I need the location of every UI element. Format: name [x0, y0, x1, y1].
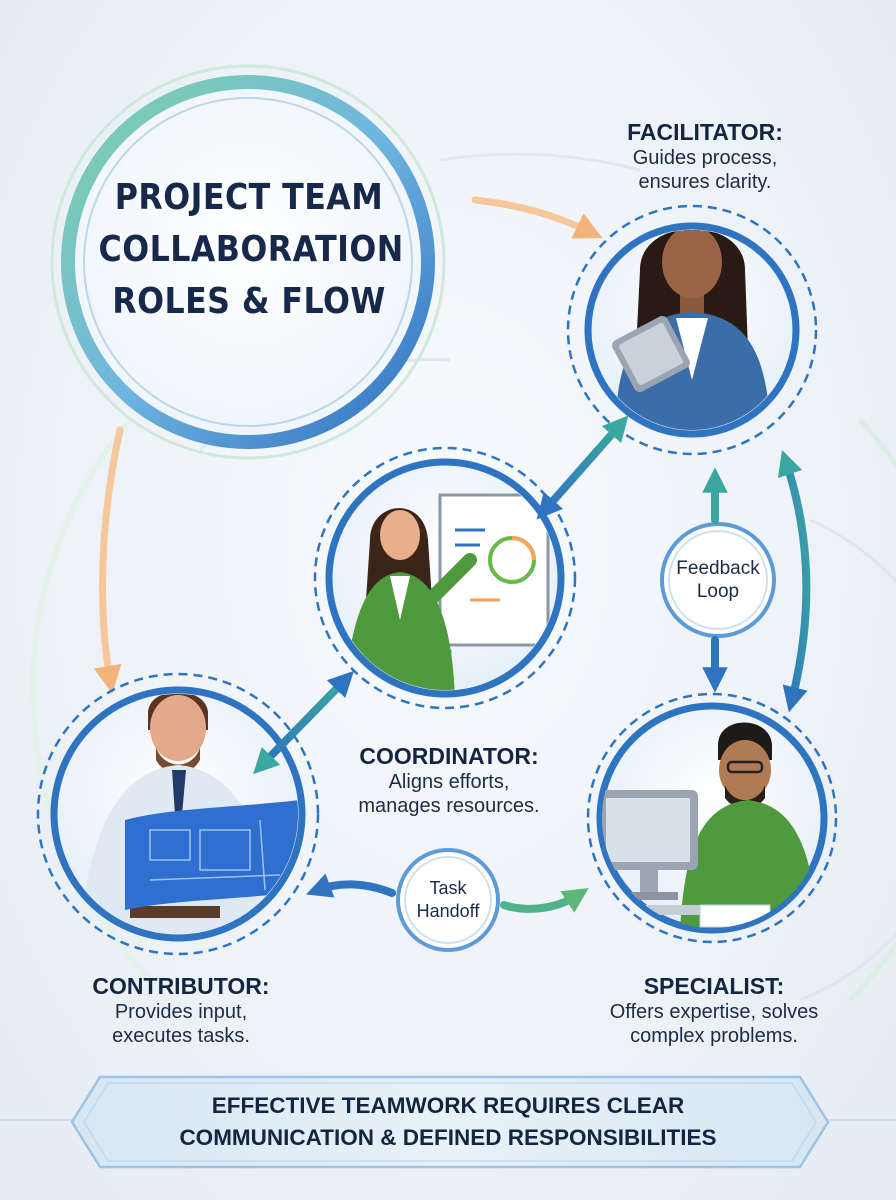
title-line-2: COLLABORATION: [98, 229, 404, 270]
feedback-line-1: Feedback: [676, 558, 760, 579]
coordinator-label: COORDINATOR:: [359, 743, 539, 769]
bottom-banner: [70, 1075, 830, 1169]
feedback-line-2: Loop: [696, 581, 740, 602]
arrow-handoff-left: [305, 873, 396, 898]
coordinator-illustration: [345, 493, 550, 690]
orange-arrow-title-to-facilitator: [471, 196, 603, 239]
task-handoff-bubble: [396, 848, 500, 952]
feedback-loop-bubble: [660, 522, 776, 638]
facilitator-label: FACILITATOR:: [627, 119, 783, 145]
contributor-illustration: [80, 694, 298, 934]
specialist-text: SPECIALIST: Offers expertise, solves com…: [586, 972, 842, 1048]
contributor-text: CONTRIBUTOR: Provides input, executes ta…: [70, 972, 292, 1048]
specialist-desc-line-1: Offers expertise, solves: [609, 1001, 819, 1023]
arrow-coordinator-facilitator: [536, 415, 629, 520]
facilitator-illustration: [612, 230, 770, 430]
arrow-contributor-coordinator: [253, 670, 354, 775]
orange-arrow-title-to-contributor: [93, 426, 124, 694]
handoff-line-1: Task: [429, 878, 467, 898]
connector-arrows: [253, 415, 811, 913]
specialist-illustration: [602, 722, 818, 928]
facilitator-desc-line-1: Guides process,: [632, 147, 778, 169]
title-line-3: ROLES & FLOW: [112, 281, 386, 322]
coordinator-desc-line-1: Aligns efforts,: [388, 771, 510, 793]
banner-line-2: COMMUNICATION & DEFINED RESPONSIBILITIES: [179, 1125, 717, 1150]
task-handoff-text: Task Handoff: [403, 877, 493, 923]
facilitator-circle: [566, 204, 818, 456]
title-line-1: PROJECT TEAM: [114, 177, 384, 218]
contributor-desc-line-1: Provides input,: [114, 1001, 248, 1023]
facilitator-desc-line-2: ensures clarity.: [638, 171, 772, 193]
contributor-circle: [36, 672, 320, 956]
contributor-desc-line-2: executes tasks.: [112, 1025, 250, 1047]
specialist-desc-line-2: complex problems.: [630, 1025, 798, 1047]
coordinator-desc-line-2: manages resources.: [358, 795, 540, 817]
banner-line-1: EFFECTIVE TEAMWORK REQUIRES CLEAR: [211, 1093, 685, 1118]
banner-text: EFFECTIVE TEAMWORK REQUIRES CLEAR COMMUN…: [130, 1090, 766, 1154]
feedback-loop-text: Feedback Loop: [668, 557, 768, 603]
coordinator-circle: [313, 446, 577, 710]
handoff-line-2: Handoff: [416, 901, 480, 921]
page-title: PROJECT TEAM COLLABORATION ROLES & FLOW: [98, 172, 404, 328]
facilitator-text: FACILITATOR: Guides process, ensures cla…: [590, 118, 820, 194]
flow-arrows-orange: [93, 196, 603, 694]
title-circle: [50, 64, 446, 460]
arrow-facilitator-specialist: [777, 449, 811, 713]
specialist-label: SPECIALIST:: [643, 973, 785, 999]
coordinator-text: COORDINATOR: Aligns efforts, manages res…: [338, 742, 560, 818]
specialist-circle: [586, 692, 838, 944]
arrow-handoff-right: [500, 888, 589, 913]
contributor-label: CONTRIBUTOR:: [92, 973, 270, 999]
